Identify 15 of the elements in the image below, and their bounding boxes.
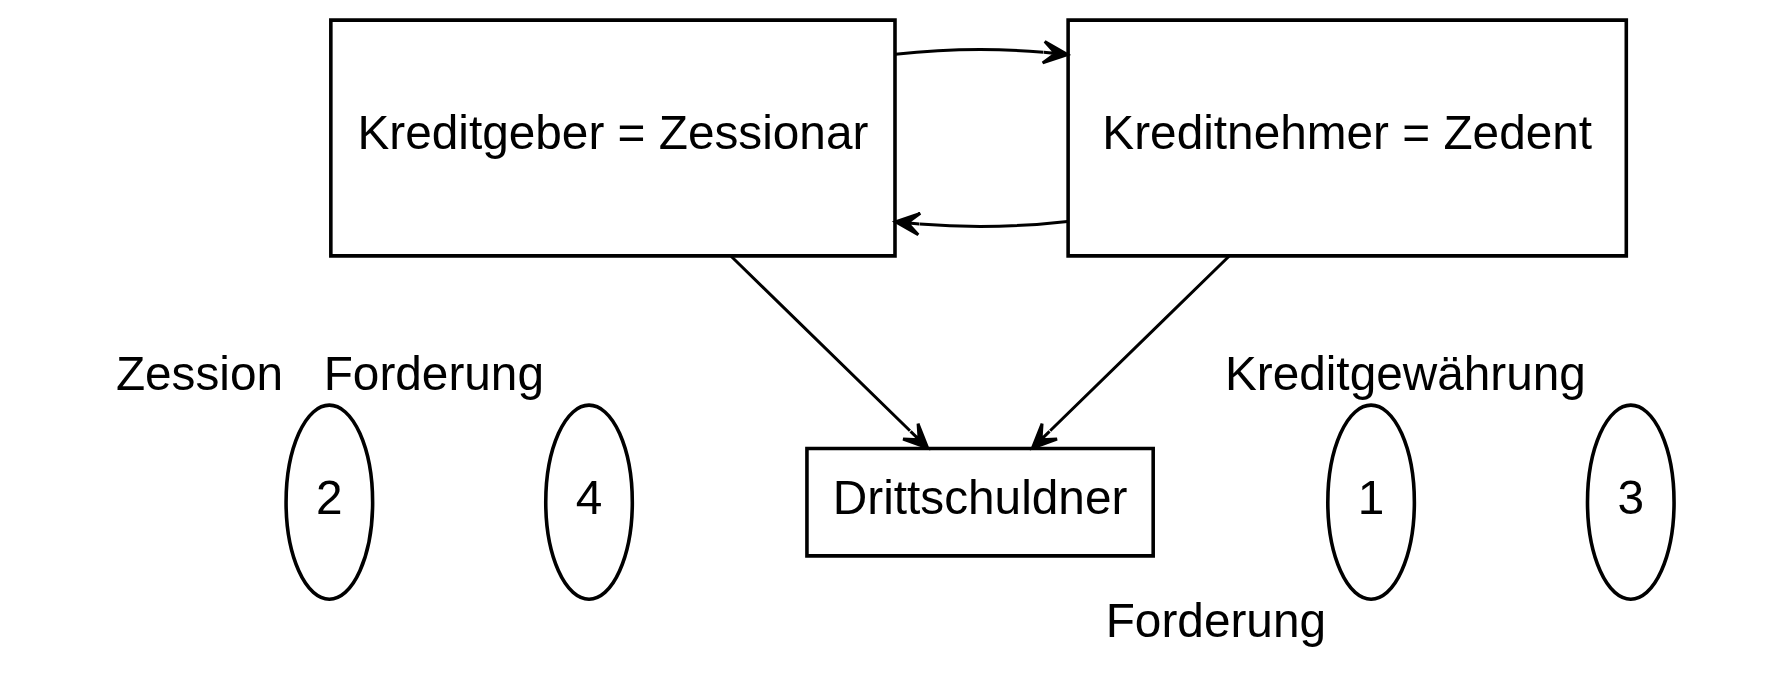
arrow: [730, 255, 930, 450]
node-box: Drittschuldner: [805, 446, 1155, 558]
node-box: Kreditnehmer = Zedent: [1066, 18, 1629, 258]
node-ellipse: 2: [284, 403, 375, 601]
arrow: [1030, 255, 1231, 450]
arrow: [895, 40, 1069, 65]
node-ellipse: 3: [1585, 403, 1676, 601]
node-label: Forderung: [1105, 594, 1327, 648]
node-ellipse: 4: [543, 403, 635, 601]
node-box: Kreditgeber = Zessionar: [329, 18, 897, 258]
arrow: [893, 211, 1068, 237]
node-label: Forderung: [323, 346, 544, 400]
node-ellipse: 1: [1326, 403, 1417, 601]
node-label: Zession: [115, 346, 284, 400]
node-label: Kreditgewährung: [1224, 346, 1586, 400]
